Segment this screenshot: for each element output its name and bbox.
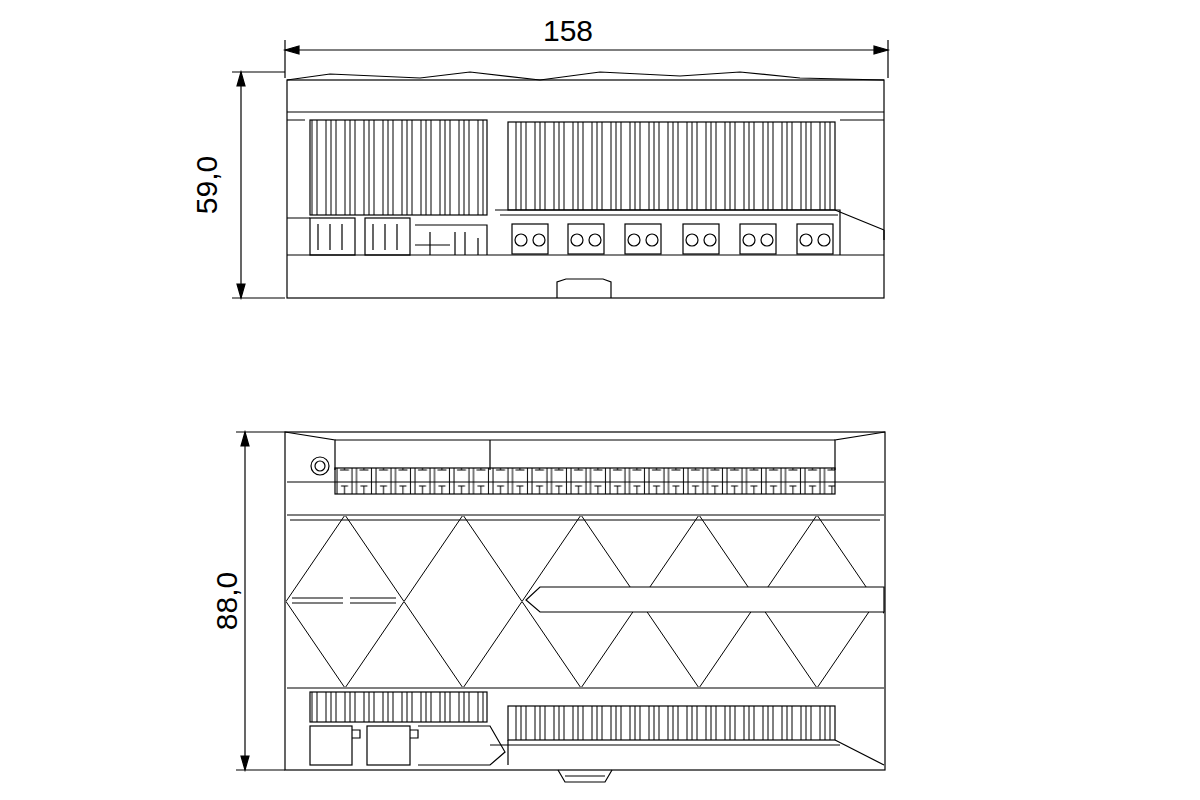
dimension-value: 59,0 <box>192 156 222 214</box>
housing-outline <box>287 80 884 298</box>
arrowhead <box>237 72 245 298</box>
top-view <box>285 432 885 782</box>
din-clip <box>558 770 612 782</box>
dimension-height <box>232 72 285 298</box>
terminal-row <box>335 468 835 494</box>
dimension-line <box>240 72 241 298</box>
screw-connectors <box>512 224 833 254</box>
terminal-fins <box>310 120 487 215</box>
terminal-fins <box>508 122 835 210</box>
dimension-line <box>285 49 888 50</box>
terminal-fins <box>508 706 835 740</box>
din-clip <box>557 279 611 298</box>
screw-heads <box>515 234 830 246</box>
cover-line <box>287 112 884 120</box>
label-slot <box>526 587 884 612</box>
extension-line <box>236 432 285 770</box>
screw-connector <box>568 224 604 254</box>
connector-detail <box>352 726 505 765</box>
plug-connector <box>365 218 410 255</box>
bevel-line <box>285 432 885 470</box>
screw-connector <box>512 224 548 254</box>
dimension-value: 158 <box>543 16 593 46</box>
screw-hole <box>315 461 325 471</box>
plug-connector <box>310 726 352 765</box>
dimension-depth <box>236 432 285 770</box>
housing-outline <box>285 432 885 770</box>
screw-connector <box>625 224 661 254</box>
led-marks <box>292 598 396 603</box>
dimension-line <box>244 432 245 770</box>
plug-pins <box>318 224 397 250</box>
extension-line <box>232 72 285 298</box>
arrowhead <box>285 46 888 54</box>
plug-connector <box>367 726 410 765</box>
screw-connector <box>683 224 719 254</box>
terminal-block <box>490 740 884 765</box>
screw-hole <box>311 457 329 475</box>
front-lattice <box>286 516 884 687</box>
dimension-value: 88,0 <box>212 572 242 630</box>
plug-connector <box>310 218 355 255</box>
terminal-block <box>495 210 840 255</box>
screw-connector <box>797 224 833 254</box>
arrowhead <box>241 432 249 770</box>
body-line <box>287 210 884 255</box>
top-edge <box>287 72 884 80</box>
terminal-fins <box>310 692 487 722</box>
connector-detail <box>415 225 487 255</box>
body-line <box>287 440 884 688</box>
screw-connector <box>740 224 776 254</box>
side-view <box>287 72 884 298</box>
